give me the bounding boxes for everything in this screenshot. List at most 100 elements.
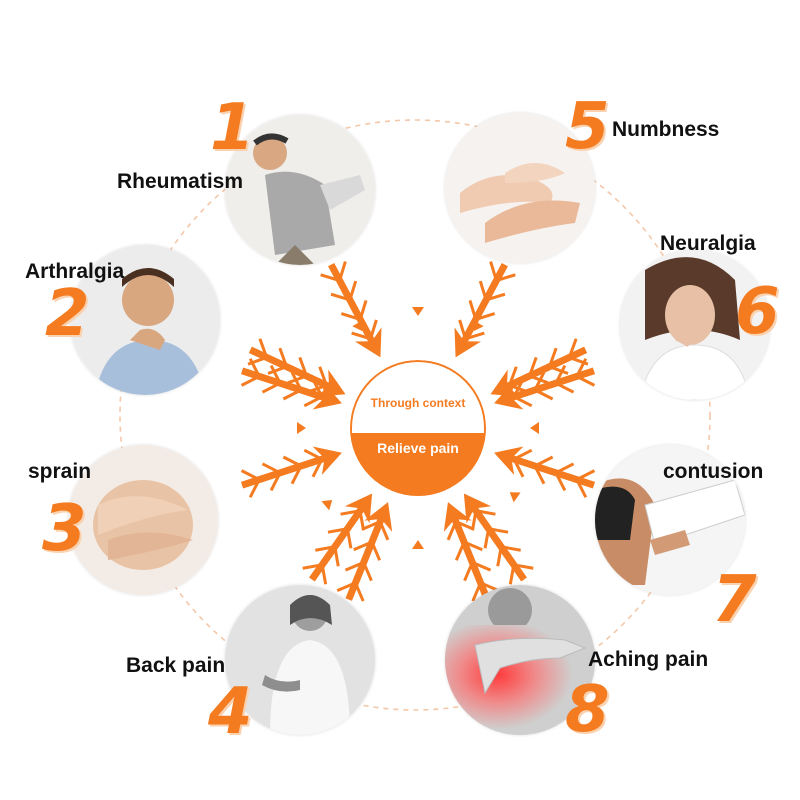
center-badge: Through context Relieve pain: [350, 360, 486, 496]
arrow-branch: [513, 563, 534, 570]
label-contusion: contusion: [663, 460, 764, 483]
small-arrow-7: [352, 320, 363, 332]
arrow-branch: [464, 331, 485, 341]
arrow-branch: [485, 292, 506, 302]
photo-rheumatism: [225, 115, 375, 265]
arrow-branch: [354, 582, 365, 602]
arrow-branch: [358, 300, 368, 320]
arrow-branch: [471, 582, 482, 602]
arrow-branch: [575, 358, 588, 378]
arrow-branch: [303, 395, 323, 408]
arrow-branch: [282, 455, 302, 468]
label-rheumatism: Rheumatism: [117, 170, 244, 193]
photo-contusion: [595, 445, 745, 595]
arrow-branch: [512, 458, 525, 478]
arrow-branch: [534, 388, 554, 401]
photo-numbness: [445, 113, 595, 263]
arrow-branch: [488, 527, 509, 534]
arrow-branch: [555, 381, 575, 394]
arrow-branch: [345, 528, 353, 549]
photo-sprain: [68, 445, 218, 595]
arrow-branch: [468, 300, 478, 320]
arrow-branch: [303, 448, 323, 461]
arrow-branch: [454, 541, 466, 561]
arrow-branch: [361, 520, 381, 531]
arrow-branch: [327, 527, 348, 534]
arrow-shaft-6: [448, 510, 491, 601]
arrow-branch: [478, 280, 488, 301]
arrow-branch: [378, 521, 390, 541]
arrow-branch: [475, 509, 496, 516]
arrow-head-4: [494, 446, 524, 476]
arrow-branch: [533, 371, 546, 391]
arrow-branch: [351, 331, 372, 341]
arrow-branch: [344, 561, 365, 572]
label-neuralgia: Neuralgia: [660, 232, 756, 255]
photo-neuralgia: [620, 250, 770, 400]
arrow-branch: [495, 273, 516, 282]
number-1: 1: [210, 91, 255, 165]
arrow-branch: [512, 378, 525, 398]
arrow-branch: [269, 364, 282, 384]
arrow-shaft-1: [457, 263, 508, 351]
arrow-branch: [500, 545, 521, 552]
small-arrow-0: [412, 307, 424, 316]
arrow-branch: [298, 356, 308, 377]
arrow-branch: [320, 564, 328, 585]
arrow-branch: [267, 365, 288, 375]
arrow-branch: [369, 319, 378, 340]
arrow-head-1: [454, 327, 482, 358]
arrow-branch: [311, 458, 324, 478]
arrow-shaft-5: [466, 499, 527, 582]
arrow-branch: [290, 465, 303, 485]
arrow-branch: [269, 472, 282, 492]
center-text-through-context: Through context: [370, 396, 466, 410]
label-sprain: sprain: [28, 460, 92, 483]
arrow-branch: [471, 561, 492, 572]
arrow-shaft-3: [502, 367, 596, 404]
arrow-head-3: [494, 380, 524, 410]
number-5: 5: [565, 90, 610, 164]
arrow-branch: [258, 338, 269, 358]
arrow-shaft-8: [309, 499, 370, 582]
arrow-branch: [340, 312, 361, 321]
arrow-branch: [508, 564, 516, 585]
small-arrow-3: [509, 492, 521, 503]
small-arrow-1: [473, 320, 484, 332]
number-6: 6: [735, 275, 780, 349]
number-7: 7: [712, 563, 757, 637]
center-text-relieve-pain: Relieve pain: [377, 440, 459, 456]
arrow-branch: [315, 545, 336, 552]
arrow-branch: [362, 561, 373, 582]
arrow-branch: [508, 366, 518, 386]
photo-back-pain: [225, 585, 375, 735]
small-arrow-2: [530, 422, 539, 434]
arrow-branch: [282, 388, 302, 401]
label-aching-pain: Aching pain: [588, 648, 709, 671]
photo-arthralgia: [70, 245, 220, 395]
label-back-pain: Back pain: [126, 654, 226, 677]
arrow-branch: [370, 541, 382, 561]
label-numbness: Numbness: [612, 118, 720, 141]
center-badge-bottom: [350, 433, 486, 496]
arrow-branch: [330, 292, 351, 302]
number-4: 4: [208, 675, 253, 749]
arrow-branch: [247, 356, 268, 366]
arrow-branch: [287, 374, 308, 385]
arrow-branch: [576, 469, 596, 481]
arrow-branch: [307, 383, 327, 394]
arrow-branch: [340, 509, 361, 516]
arrow-branch: [458, 319, 467, 340]
arrow-head-2: [490, 369, 521, 397]
arrow-branch: [576, 375, 596, 387]
arrow-branch: [261, 381, 281, 394]
arrow-branch: [554, 364, 567, 384]
arrow-branch: [240, 469, 260, 481]
arrow-head-11: [315, 369, 346, 397]
arrow-branch: [358, 510, 365, 531]
arrow-branch: [333, 546, 340, 567]
arrow-head-9: [312, 446, 342, 476]
arrow-branch: [463, 540, 483, 552]
arrow-branch: [338, 261, 347, 281]
